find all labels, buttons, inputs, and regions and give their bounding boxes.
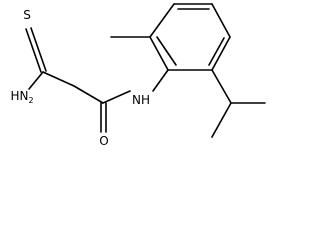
amine-h: H [10,89,19,103]
atom-labels: S HN2 O NH [10,8,150,148]
bonds [25,3,266,138]
ring-bond-2 [149,3,175,38]
molecule-structure: S HN2 O NH [10,3,266,148]
bond-cs-double-1 [25,28,42,73]
sulfur-label: S [23,8,31,22]
bond-co-nh [102,90,131,104]
amine-n: N [19,89,28,103]
bond-ring-isopropyl [211,69,232,104]
ring-inner-3 [208,37,225,66]
amide-nh-label: NH [132,93,150,107]
bond-c-nh2 [28,71,44,90]
bond-c-ch2 [42,71,75,87]
bond-nh-ring [152,69,169,92]
bond-isopropyl-me2 [211,102,232,138]
ring-bond-5 [211,36,231,71]
ring-bond-4 [211,3,231,38]
amine-subscript: 2 [28,96,33,105]
oxygen-label: O [99,134,108,148]
amine-label: HN2 [10,89,33,105]
ring-bond-1 [149,36,169,71]
ring-inner-1 [156,36,177,66]
bond-ch2-co [73,85,104,104]
bond-cs-double-2 [30,27,47,72]
